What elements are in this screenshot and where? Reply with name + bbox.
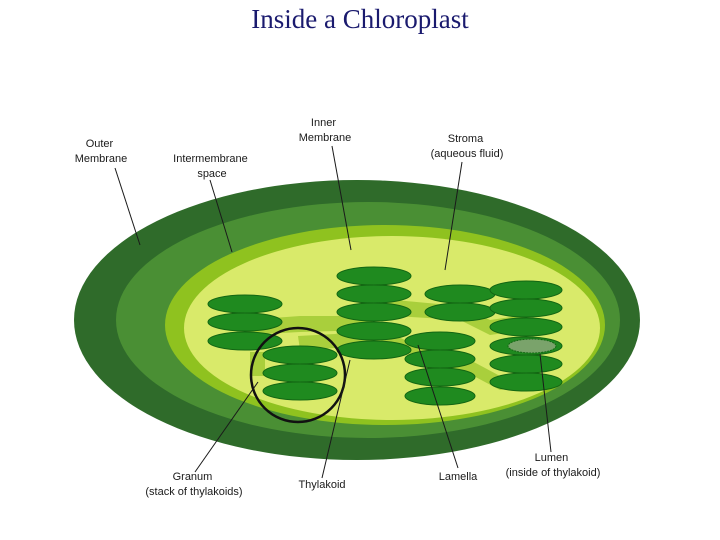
- thylakoid: [207, 294, 283, 314]
- thylakoid: [489, 298, 563, 318]
- label-stroma: Stroma (aqueous fluid): [431, 133, 504, 160]
- label-granum-line1: Granum: [173, 471, 213, 483]
- thylakoid: [424, 302, 496, 322]
- leader-outer-membrane: [114, 167, 141, 246]
- label-lamella: Lamella: [439, 471, 478, 483]
- lumen-highlight: [507, 338, 557, 354]
- leader-thylakoid: [321, 359, 351, 479]
- thylakoid: [424, 284, 496, 304]
- thylakoid: [336, 321, 412, 341]
- thylakoid: [489, 354, 563, 374]
- thylakoid: [262, 363, 338, 383]
- thylakoid: [489, 280, 563, 300]
- label-stroma-line2: (aqueous fluid): [431, 148, 504, 160]
- granum-stack: [207, 294, 283, 351]
- label-inner-membrane-line2: Membrane: [299, 132, 352, 144]
- leader-lamella: [417, 344, 459, 469]
- label-lamella-line1: Lamella: [439, 471, 478, 483]
- label-intermembrane-space-line2: space: [197, 168, 226, 180]
- label-outer-membrane: Outer Membrane: [75, 138, 128, 165]
- slide-title: Inside a Chloroplast: [251, 4, 469, 34]
- label-thylakoid-line1: Thylakoid: [298, 479, 345, 491]
- thylakoid: [489, 372, 563, 392]
- thylakoid: [207, 312, 283, 332]
- label-granum: Granum (stack of thylakoids): [145, 471, 242, 498]
- label-granum-line2: (stack of thylakoids): [145, 486, 242, 498]
- thylakoid: [336, 284, 412, 304]
- granum-highlight-circle: [249, 326, 347, 424]
- label-lumen-line2: (inside of thylakoid): [506, 467, 601, 479]
- label-inner-membrane: Inner Membrane: [299, 117, 352, 144]
- thylakoid: [404, 349, 476, 369]
- thylakoid: [336, 302, 412, 322]
- granum-stack: [424, 284, 496, 322]
- label-stroma-line1: Stroma: [448, 133, 484, 145]
- thylakoid: [336, 340, 412, 360]
- granum-stack: [404, 331, 476, 406]
- label-lumen-line1: Lumen: [535, 452, 569, 464]
- leader-inner-membrane: [331, 145, 352, 251]
- label-intermembrane-space-line1: Intermembrane: [173, 153, 248, 165]
- thylakoid: [404, 331, 476, 351]
- label-lumen: Lumen (inside of thylakoid): [506, 452, 601, 479]
- leader-lumen: [539, 353, 552, 453]
- leader-lines: [114, 145, 552, 479]
- label-inner-membrane-line1: Inner: [311, 117, 336, 129]
- thylakoid: [404, 386, 476, 406]
- leader-intermembrane-space: [209, 179, 233, 253]
- thylakoid: [262, 381, 338, 401]
- thylakoid: [489, 317, 563, 337]
- label-thylakoid: Thylakoid: [298, 479, 345, 491]
- label-intermembrane-space: Intermembrane space: [173, 153, 251, 180]
- granum-stack: [262, 345, 338, 401]
- thylakoid: [336, 266, 412, 286]
- thylakoid: [262, 345, 338, 365]
- thylakoid: [207, 331, 283, 351]
- label-outer-membrane-line2: Membrane: [75, 153, 128, 165]
- leader-stroma: [444, 161, 463, 271]
- label-outer-membrane-line1: Outer: [86, 138, 114, 150]
- granum-stack: [336, 266, 412, 360]
- thylakoid: [404, 367, 476, 387]
- leader-granum: [194, 381, 259, 473]
